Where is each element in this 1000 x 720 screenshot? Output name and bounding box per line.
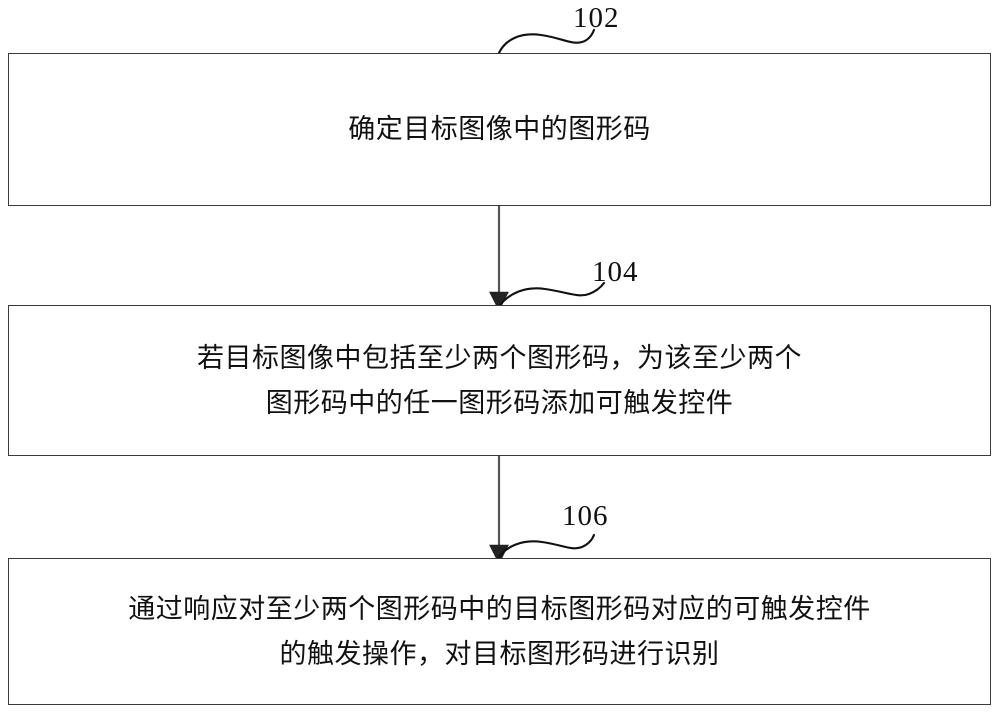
process-box-106-text: 通过响应对至少两个图形码中的目标图形码对应的可触发控件 的触发操作，对目标图形码… <box>128 593 871 669</box>
leader-line-102 <box>497 28 596 55</box>
process-box-106: 通过响应对至少两个图形码中的目标图形码对应的可触发控件 的触发操作，对目标图形码… <box>8 558 991 705</box>
process-box-104: 若目标图像中包括至少两个图形码，为该至少两个 图形码中的任一图形码添加可触发控件 <box>8 305 991 456</box>
reference-label-106: 106 <box>562 500 609 532</box>
process-box-102-text: 确定目标图像中的图形码 <box>348 114 651 144</box>
reference-label-104: 104 <box>592 256 639 288</box>
process-box-102: 确定目标图像中的图形码 <box>8 53 991 206</box>
leader-line-104 <box>498 281 606 307</box>
reference-label-102: 102 <box>573 2 620 34</box>
process-box-104-text: 若目标图像中包括至少两个图形码，为该至少两个 图形码中的任一图形码添加可触发控件 <box>196 342 802 418</box>
leader-line-106 <box>496 533 596 560</box>
